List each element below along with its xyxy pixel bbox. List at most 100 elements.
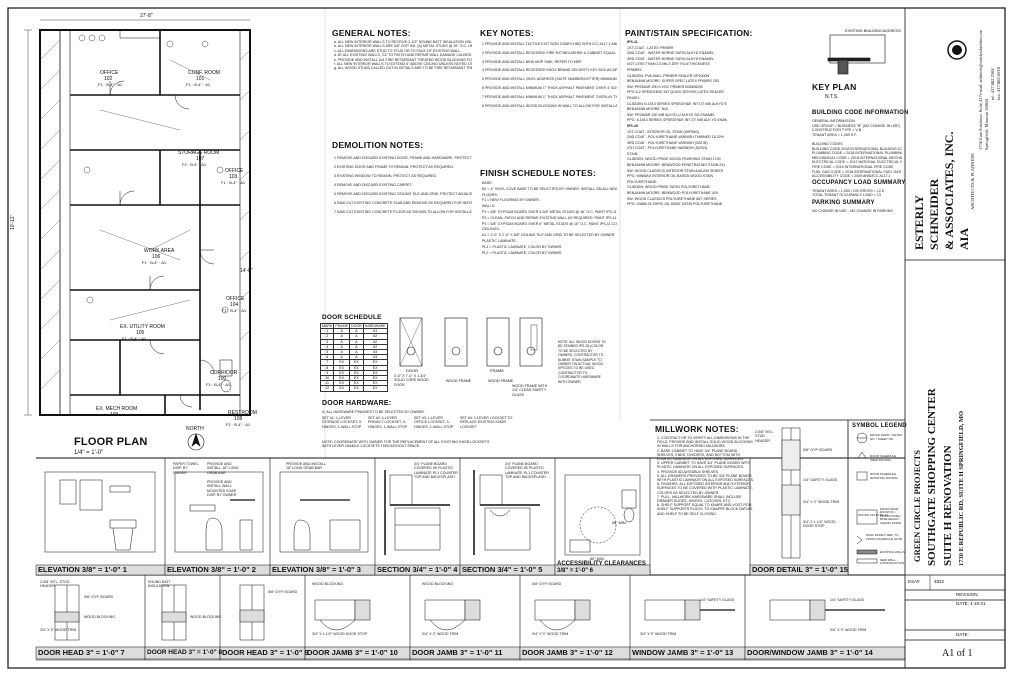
table-cell: #2 xyxy=(362,343,388,351)
table-cell: 9 xyxy=(319,369,335,377)
section-label: ELEVATION xyxy=(38,565,80,574)
key-plan-existing-label: EXISTING BUILDING ADDRESS xyxy=(845,29,901,33)
firm-line: & ASSOCIATES, INC. xyxy=(942,131,956,250)
key-note: 1 PROVIDE AND INSTALL TACTILE EXIT SIGN … xyxy=(482,42,617,46)
room-number: 102 xyxy=(104,76,113,82)
paint-spec-list: IPS-11 1ST COAT - LATEX PRIMER 2ND COAT … xyxy=(627,40,727,208)
detail-label: DOOR HEAD xyxy=(222,648,268,657)
millwork-note: 6. FINISHES: ALL EXPOSED INTERIOR AND EX… xyxy=(657,482,753,495)
callout-gyp-9: 5/8" GYP. BOARD xyxy=(268,590,298,594)
room-finish: F2 · B-4" · A1 xyxy=(226,422,251,427)
paint-line: PRIMER: xyxy=(627,67,642,72)
callout-stud-header: 2-5/8" MTL. STUD HEADER xyxy=(755,430,774,443)
detail-scale: 3" = 1'-0" xyxy=(459,648,493,657)
firm-name-3: & ASSOCIATES, INC. xyxy=(942,131,956,250)
paint-line: 4TH COAT - POLYURETHANE VARNISH (SATIN) xyxy=(627,146,708,151)
general-note: g. ALL WOOD STUDS CALLED OUT IN DETAILS … xyxy=(334,66,472,71)
section-4-label: SECTION 3/4" = 1'-0" 4 xyxy=(377,565,457,575)
legend-new-walls: NEW WALL CONSTRUCTION xyxy=(880,558,905,566)
detail-10-label: DOOR JAMB 3" = 1'-0" 10 xyxy=(307,648,398,658)
callout-trim-13: 3/4" X 3" WOOD TRIM xyxy=(640,632,677,636)
detail-scale: 3" = 1'-0" xyxy=(829,648,863,657)
room-name: EX. MECH ROOM xyxy=(96,406,138,412)
date2-label: DATE: xyxy=(956,632,969,637)
paint-line: POLYURETHANE: xyxy=(627,179,658,184)
detail-scale: 3" = 1'-0" xyxy=(569,648,603,657)
room-name: RESTROOM xyxy=(228,410,257,416)
door-schedule-title: DOOR SCHEDULE xyxy=(322,314,382,321)
project-line-3: SUITE H RENOVATION xyxy=(942,445,954,566)
key-plan-title: KEY PLAN xyxy=(812,82,857,92)
hardware-set: SET #2: 1-LEVER PRIVACY LOCKSET, 3-HINGE… xyxy=(368,416,408,429)
code-line: MECHANICAL CODE = 2018 INTERNATIONAL MEC… xyxy=(812,155,902,160)
detail-scale: 3" = 1'-0" xyxy=(188,649,217,656)
demolition-notes-list: 1 REMOVE AND DISCARD EXISTING DOOR, FRAM… xyxy=(334,154,472,217)
dim-56: 56" MIN. xyxy=(612,521,627,525)
section-label: SECTION xyxy=(462,565,496,574)
firm-email: e-mail: architects@esterlyschneider.com xyxy=(978,30,983,95)
section-num: 2 xyxy=(251,565,256,574)
paint-line: SW: PROMAR 200 0 VOC PRIMER B28W8200 xyxy=(627,84,704,89)
paint-line: IPS-26 xyxy=(627,123,638,128)
callout-grab-bar-2: PROVIDE AND INSTALL 18" LONG GRAB BAR xyxy=(286,462,326,471)
room-finish: F1 · B-4" · A1 xyxy=(222,308,247,313)
column-header: FRAME xyxy=(333,322,350,330)
paint-line: BENJAMIN MOORE: BENWOOD PENETRATING STAI… xyxy=(627,163,726,168)
legend-room-sample: OFFICE 123 F1 B1 A1 xyxy=(858,513,889,517)
finish-line: PLASTIC LAMINATE: xyxy=(482,238,517,243)
firm-address-1: 1736 East Sunshine, Suite 417 xyxy=(978,95,983,150)
table-cell: 2 xyxy=(319,333,335,340)
finish-line: P3 = 5/8" GYPSUM BOARD OVER 6" METAL STU… xyxy=(482,221,617,226)
callout-wood-stop: 3/4" X 1-1/2" WOOD DOOR STOP xyxy=(803,520,836,529)
section-label: SECTION xyxy=(377,565,411,574)
detail-label: DOOR JAMB xyxy=(307,648,353,657)
project-line-4: 1730 E REPUBLIC RD, SUITE H SPRINGFIELD,… xyxy=(958,410,965,566)
key-notes-title: KEY NOTES: xyxy=(480,28,534,38)
millwork-note: 3. UPPER CABINET TO HAVE 3/4" PLANE BOAR… xyxy=(657,461,751,470)
code-line: FUEL GAS CODE = 2018 INTERNATIONAL FUEL … xyxy=(812,169,902,174)
north-label: NORTH xyxy=(186,426,204,432)
room-number: 101 xyxy=(196,76,205,82)
table-cell: EX xyxy=(362,385,388,392)
general-note: f. ALL NEW INTERIOR WALLS TO EXTEND 6" A… xyxy=(334,62,472,67)
finish-schedule-list: BASE: B1 = 4" VINYL COVE BASE TO BE SELE… xyxy=(482,181,617,256)
callout-trim-14: 3/4" X 3" WOOD TRIM xyxy=(830,628,867,632)
section-scale: 3/8" = 1'-0" xyxy=(81,565,121,574)
paint-line: BENJAMIN MOORE: N/A xyxy=(627,107,668,112)
paint-line: IPS-11 xyxy=(627,40,638,44)
floor-plan-title: FLOOR PLAN xyxy=(74,436,148,448)
section-num: 6 xyxy=(589,568,593,574)
code-line: ELECTRICAL CODE = 2017 NATIONAL ELECTRIC… xyxy=(812,160,902,165)
room-number: 109 xyxy=(110,412,119,418)
room-number: 105 xyxy=(136,330,145,336)
firm-phone: tel: 417.882.2304 xyxy=(990,68,995,100)
millwork-note: 4. PROVIDE ADJUSTABLE SHELVES. xyxy=(657,469,720,474)
dim-right: 14'-8" xyxy=(240,268,253,274)
detail-num: 12 xyxy=(604,648,613,657)
finish-line: P1 = 5/8" GYPSUM BOARD OVER 3-5/8" METAL… xyxy=(482,209,617,214)
room-number: 103 xyxy=(229,174,238,180)
column-header: HARDWARE xyxy=(362,322,388,330)
door-type-4: WOOD FRAME WITH 1/4" CLEAR SAFETY GLASS xyxy=(512,384,548,397)
detail-num: 8 xyxy=(218,649,223,656)
column-header: DOOR xyxy=(348,322,364,330)
finish-line: FLOORS: xyxy=(482,192,498,197)
detail-scale: 3" = 1'-0" xyxy=(269,648,303,657)
paint-line: PPG 6-2 SPEEDHIDE INT QUICK DRYING LATEX… xyxy=(627,90,724,95)
paint-line: BENJAMIN MOORE: BENWOOD POLYURETHANE 429 xyxy=(627,191,718,196)
table-cell: 3 xyxy=(319,338,335,345)
parking-line: NO CHANGE IN USE - NO CHANGE IN PARKING xyxy=(812,209,894,213)
firm-name-2: SCHNEIDER xyxy=(927,179,941,250)
door-type-note: NOTE: ALL WOOD DOORS TO BE STAINED IPS-2… xyxy=(558,340,606,384)
table-cell: EX xyxy=(348,385,364,392)
sheet-number: A1 of 1 xyxy=(942,648,973,659)
legend-detail-mark: DETAIL MARK / DETAIL NO. / SHEET NO. xyxy=(870,433,903,441)
table-cell: 8 xyxy=(319,364,335,371)
code-line: PLUMBING CODE = 2018 INTERNATIONAL PLUMB… xyxy=(812,151,902,156)
occupancy-line: TENANT AREA = 1,260 / 100 GROSS = 12.6 xyxy=(812,189,884,193)
callout-trim-7: 3/4" X 3" WOOD TRIM xyxy=(40,628,77,632)
